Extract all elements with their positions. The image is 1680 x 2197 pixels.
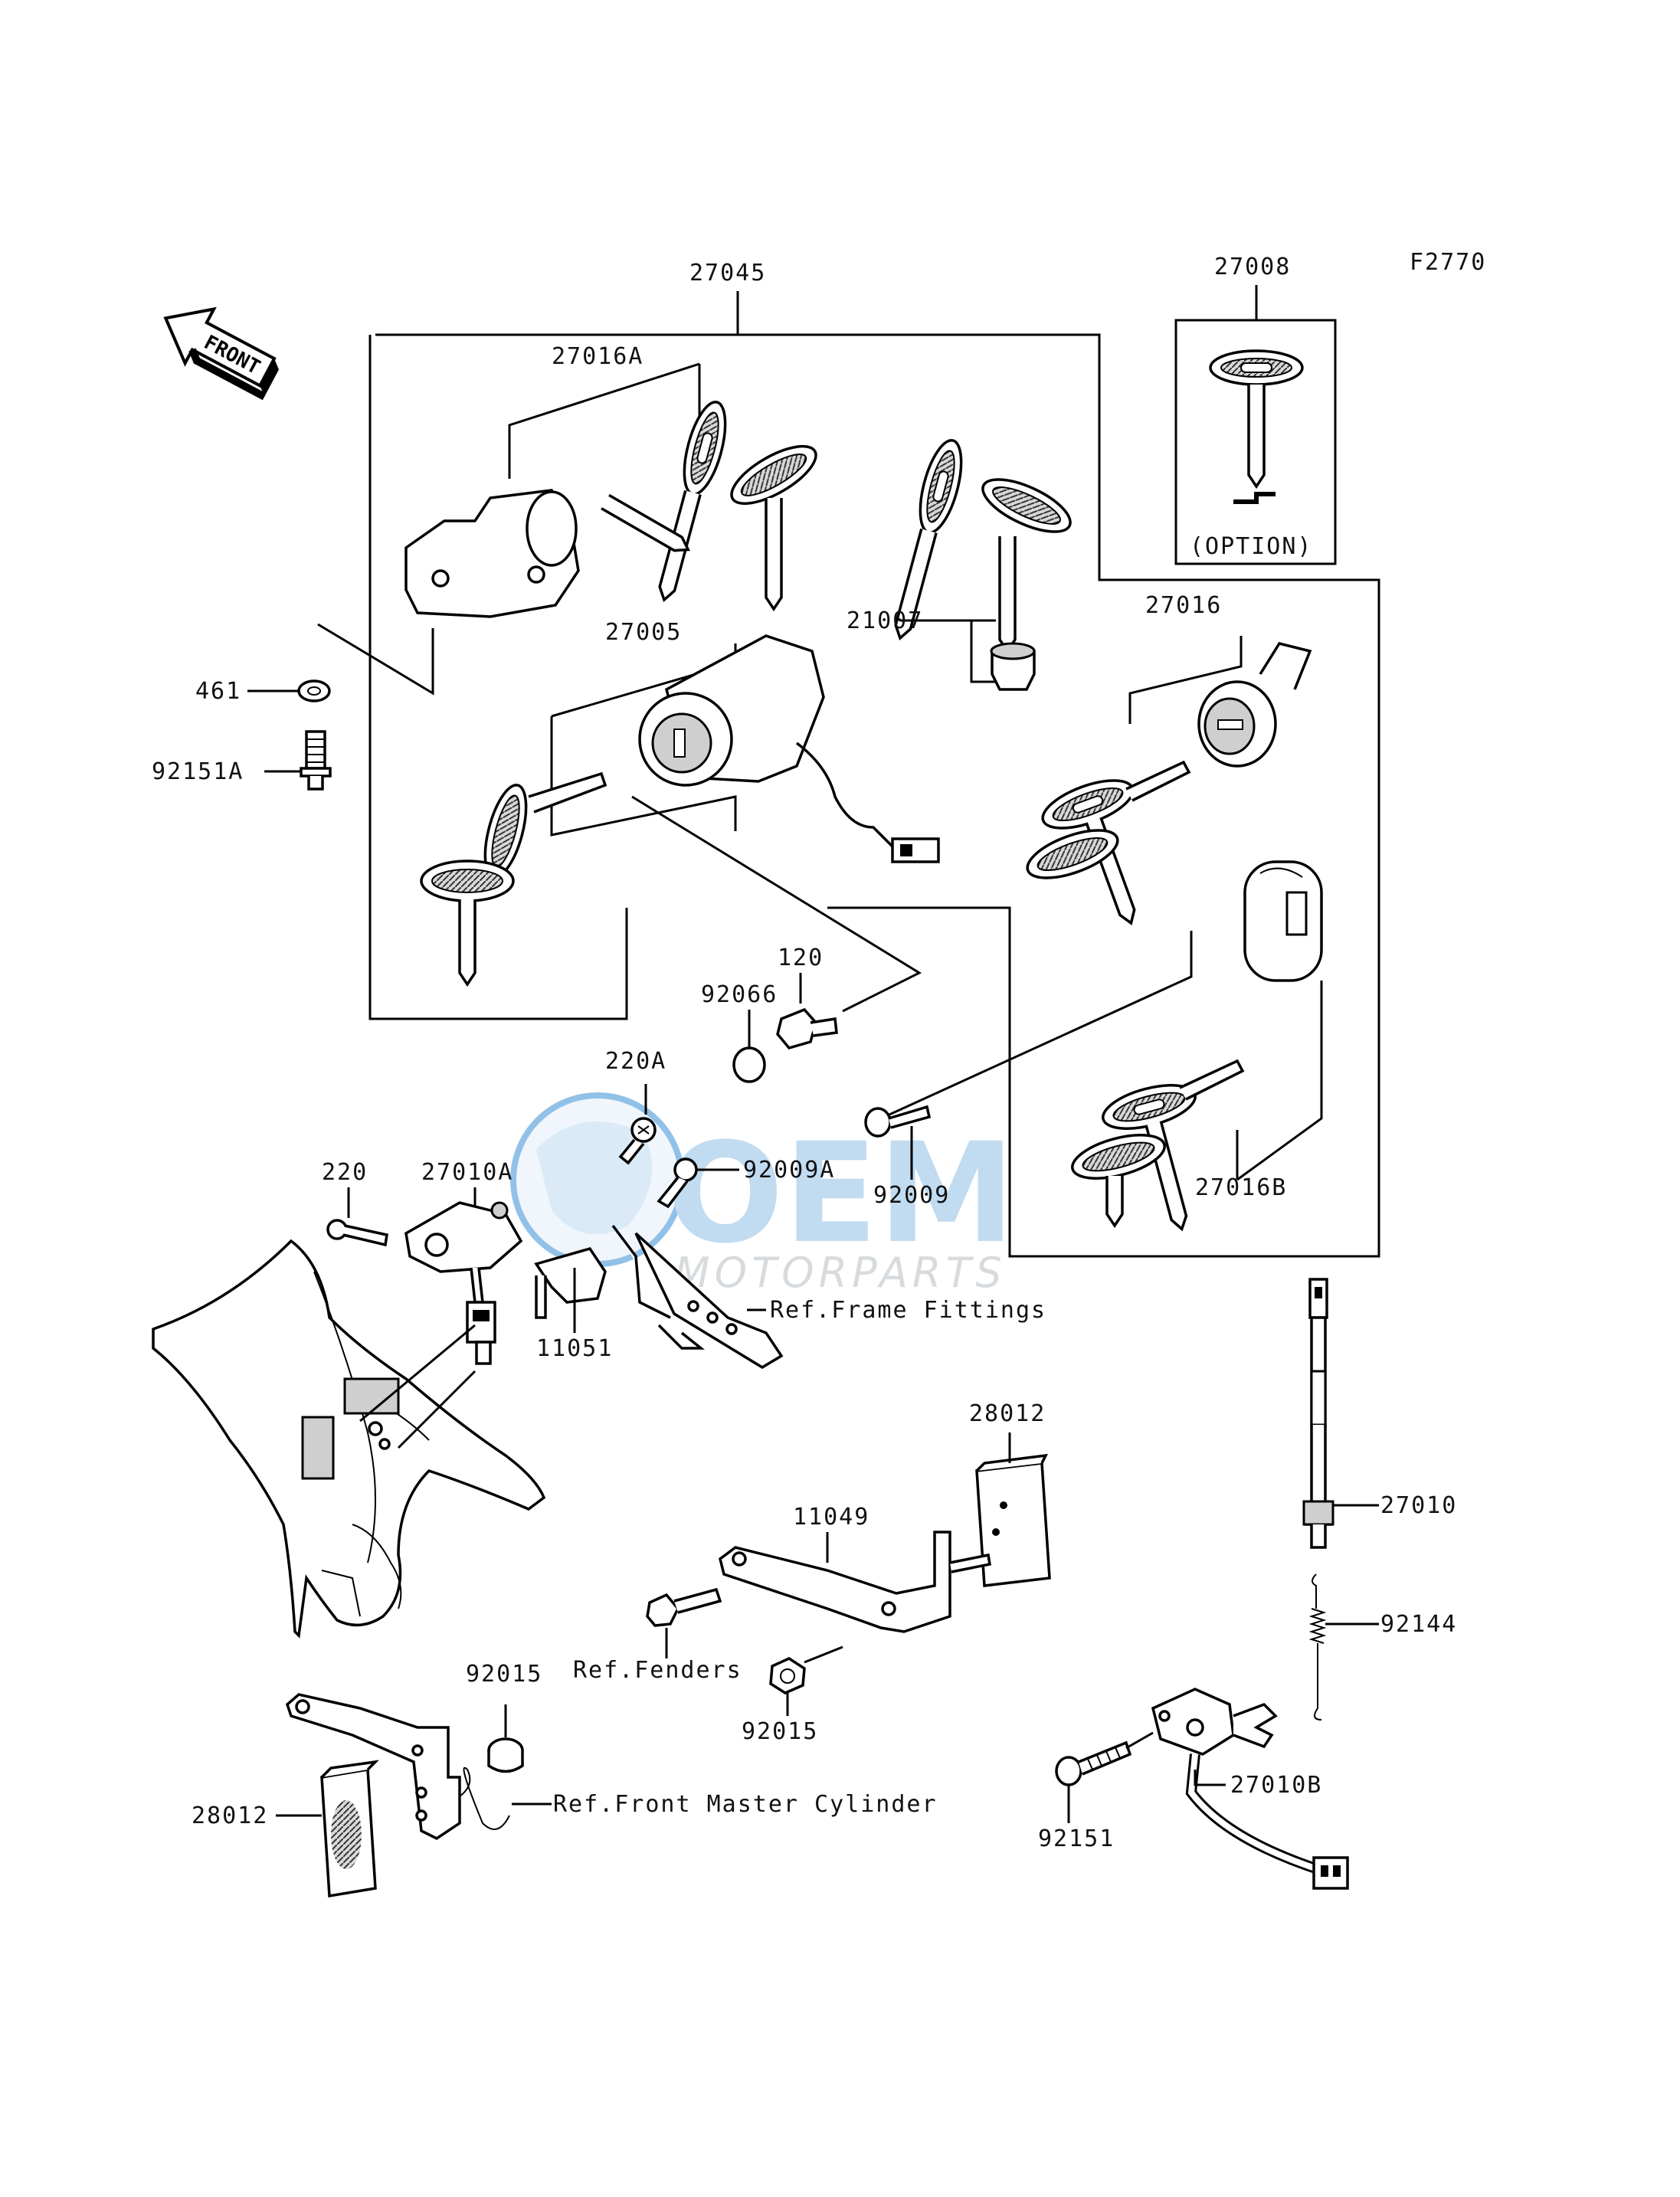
spring-92144 [1308,1573,1327,1721]
option-key-icon [1209,349,1304,489]
screw-220A [618,1117,657,1165]
label-option: (OPTION) [1190,533,1313,560]
label-11051: 11051 [536,1335,613,1362]
label-92144: 92144 [1380,1611,1457,1638]
seat-lock-27016A [404,489,580,618]
screw-92009 [864,1105,932,1138]
label-92151: 92151 [1038,1825,1115,1852]
cap-92066 [732,1046,766,1083]
label-92015-left: 92015 [466,1661,542,1688]
helmet-lock-27016B [1243,860,1323,982]
option-key-cut-icon [1233,492,1276,504]
ignition-switch-27005 [638,634,940,863]
brake-switch-27010B [1151,1688,1349,1890]
key-icon [601,493,690,552]
watermark-sub: MOTORPARTS [674,1249,1007,1297]
label-ref-front-master: Ref.Front Master Cylinder [553,1791,938,1818]
brake-switch-27010 [1302,1278,1335,1549]
label-11049: 11049 [793,1504,869,1531]
label-120: 120 [778,945,824,971]
frame-section [152,1239,546,1639]
label-ref-frame: Ref.Frame Fittings [770,1297,1046,1324]
bracket-11051 [534,1224,784,1370]
label-220A: 220A [605,1048,666,1075]
key-icon [420,859,515,987]
label-21007: 21007 [847,607,923,634]
clip-461 [297,679,331,702]
fuel-lock-27016 [1197,641,1312,768]
label-27008: 27008 [1214,254,1291,280]
label-27010: 27010 [1380,1492,1457,1519]
bracket-11049 [719,1531,992,1633]
front-arrow-icon: FRONT [163,306,279,401]
key-icon [646,396,735,606]
pad-28012-bottom [320,1760,379,1898]
label-27045: 27045 [689,260,766,286]
key-cap-21007 [990,642,1036,691]
label-92066: 92066 [701,981,778,1008]
label-28012-top: 28012 [969,1400,1046,1427]
key-icon [730,444,817,506]
bolt-92151 [1055,1740,1132,1786]
nut-120 [776,1007,838,1049]
label-27016: 27016 [1145,592,1222,619]
key-icon [483,784,528,879]
bolt-220 [326,1219,388,1247]
nut-92015-left [487,1737,524,1773]
label-461: 461 [195,678,241,705]
screw-92009A [657,1157,698,1209]
switch-27010A [404,1201,523,1365]
figure-code: F2770 [1410,249,1486,276]
label-27016A: 27016A [552,343,644,370]
watermark-brand: OEM [666,1114,1015,1274]
bolt-92151A [300,730,332,791]
label-27010A: 27010A [421,1159,513,1186]
bracket-lower [285,1693,510,1841]
label-92015-mid: 92015 [742,1718,818,1745]
label-92151A: 92151A [152,758,244,785]
label-27010B: 27010B [1230,1772,1322,1799]
key-icon [1071,1134,1166,1180]
key-icon [981,478,1072,533]
label-92009A: 92009A [743,1157,835,1184]
pad-28012-top [975,1453,1051,1587]
kit-27045-outline [368,333,1380,1258]
label-28012-bottom: 28012 [192,1802,268,1829]
label-27016B: 27016B [1195,1174,1287,1201]
label-ref-fenders: Ref.Fenders [573,1657,742,1684]
label-27005: 27005 [605,619,682,646]
bolt-fenders [646,1587,722,1627]
label-92009: 92009 [873,1182,950,1209]
key-icon [1026,829,1119,879]
label-220: 220 [322,1159,368,1186]
nut-92015-mid [769,1657,806,1694]
